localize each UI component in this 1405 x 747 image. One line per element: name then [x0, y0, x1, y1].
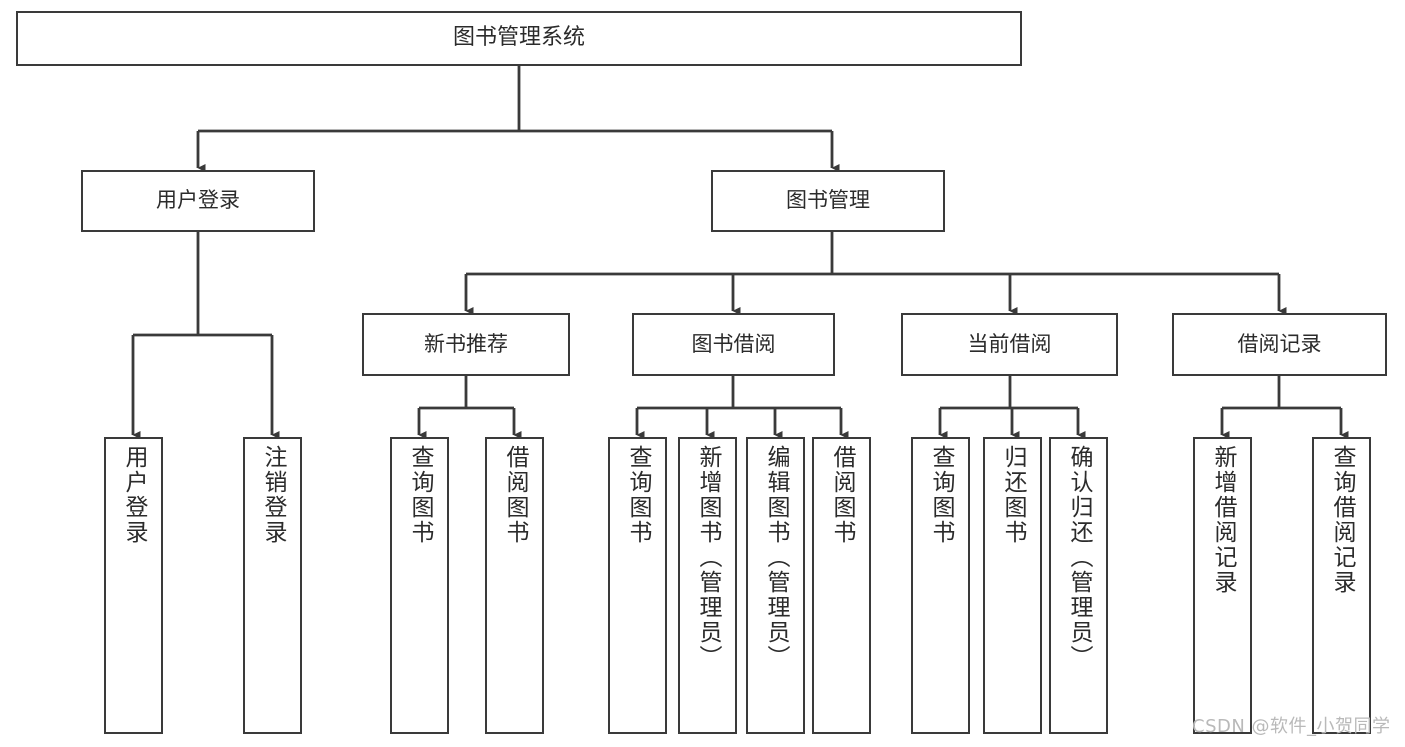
node-label: 用户登录: [121, 445, 147, 545]
leaf-borrow-book-borrowing[interactable]: 借阅图书: [812, 437, 871, 734]
node-user-login[interactable]: 用户登录: [81, 170, 315, 232]
node-root-book-management-system[interactable]: 图书管理系统: [16, 11, 1022, 66]
leaf-query-book-current[interactable]: 查询图书: [911, 437, 970, 734]
leaf-confirm-return-admin[interactable]: 确认归还（管理员）: [1049, 437, 1108, 734]
node-book-management[interactable]: 图书管理: [711, 170, 945, 232]
leaf-query-book-borrowing[interactable]: 查询图书: [608, 437, 667, 734]
node-label: 当前借阅: [967, 331, 1052, 356]
leaf-edit-book-admin[interactable]: 编辑图书（管理员）: [746, 437, 805, 734]
leaf-query-borrowing-record[interactable]: 查询借阅记录: [1312, 437, 1371, 734]
node-label: 查询借阅记录: [1329, 445, 1355, 595]
node-label: 新增图书（管理员）: [695, 445, 721, 670]
node-label: 图书管理: [786, 188, 870, 213]
leaf-add-book-admin[interactable]: 新增图书（管理员）: [678, 437, 737, 734]
node-label: 新增借阅记录: [1210, 445, 1236, 595]
node-label: 图书管理系统: [452, 25, 585, 51]
node-label: 确认归还（管理员）: [1066, 445, 1092, 670]
node-label: 归还图书: [1000, 445, 1026, 545]
leaf-add-borrowing-record[interactable]: 新增借阅记录: [1193, 437, 1252, 734]
node-label: 图书借阅: [691, 331, 776, 356]
node-label: 用户登录: [156, 188, 240, 213]
node-label: 注销登录: [260, 445, 286, 545]
node-current-borrowing[interactable]: 当前借阅: [901, 313, 1118, 376]
node-label: 查询图书: [625, 445, 651, 545]
leaf-return-book[interactable]: 归还图书: [983, 437, 1042, 734]
leaf-user-login[interactable]: 用户登录: [104, 437, 163, 734]
node-borrowing-record[interactable]: 借阅记录: [1172, 313, 1387, 376]
leaf-borrow-book-recommendation[interactable]: 借阅图书: [485, 437, 544, 734]
node-label: 借阅图书: [829, 445, 855, 545]
node-label: 借阅记录: [1237, 331, 1322, 356]
leaf-logout[interactable]: 注销登录: [243, 437, 302, 734]
watermark-text: CSDN @软件_小贺同学: [1192, 716, 1391, 737]
node-new-book-recommendation[interactable]: 新书推荐: [362, 313, 570, 376]
leaf-query-book-recommendation[interactable]: 查询图书: [390, 437, 449, 734]
node-label: 查询图书: [407, 445, 433, 545]
node-label: 借阅图书: [502, 445, 528, 545]
node-label: 编辑图书（管理员）: [763, 445, 789, 670]
node-label: 新书推荐: [424, 331, 508, 356]
node-book-borrowing[interactable]: 图书借阅: [632, 313, 835, 376]
node-label: 查询图书: [928, 445, 954, 545]
